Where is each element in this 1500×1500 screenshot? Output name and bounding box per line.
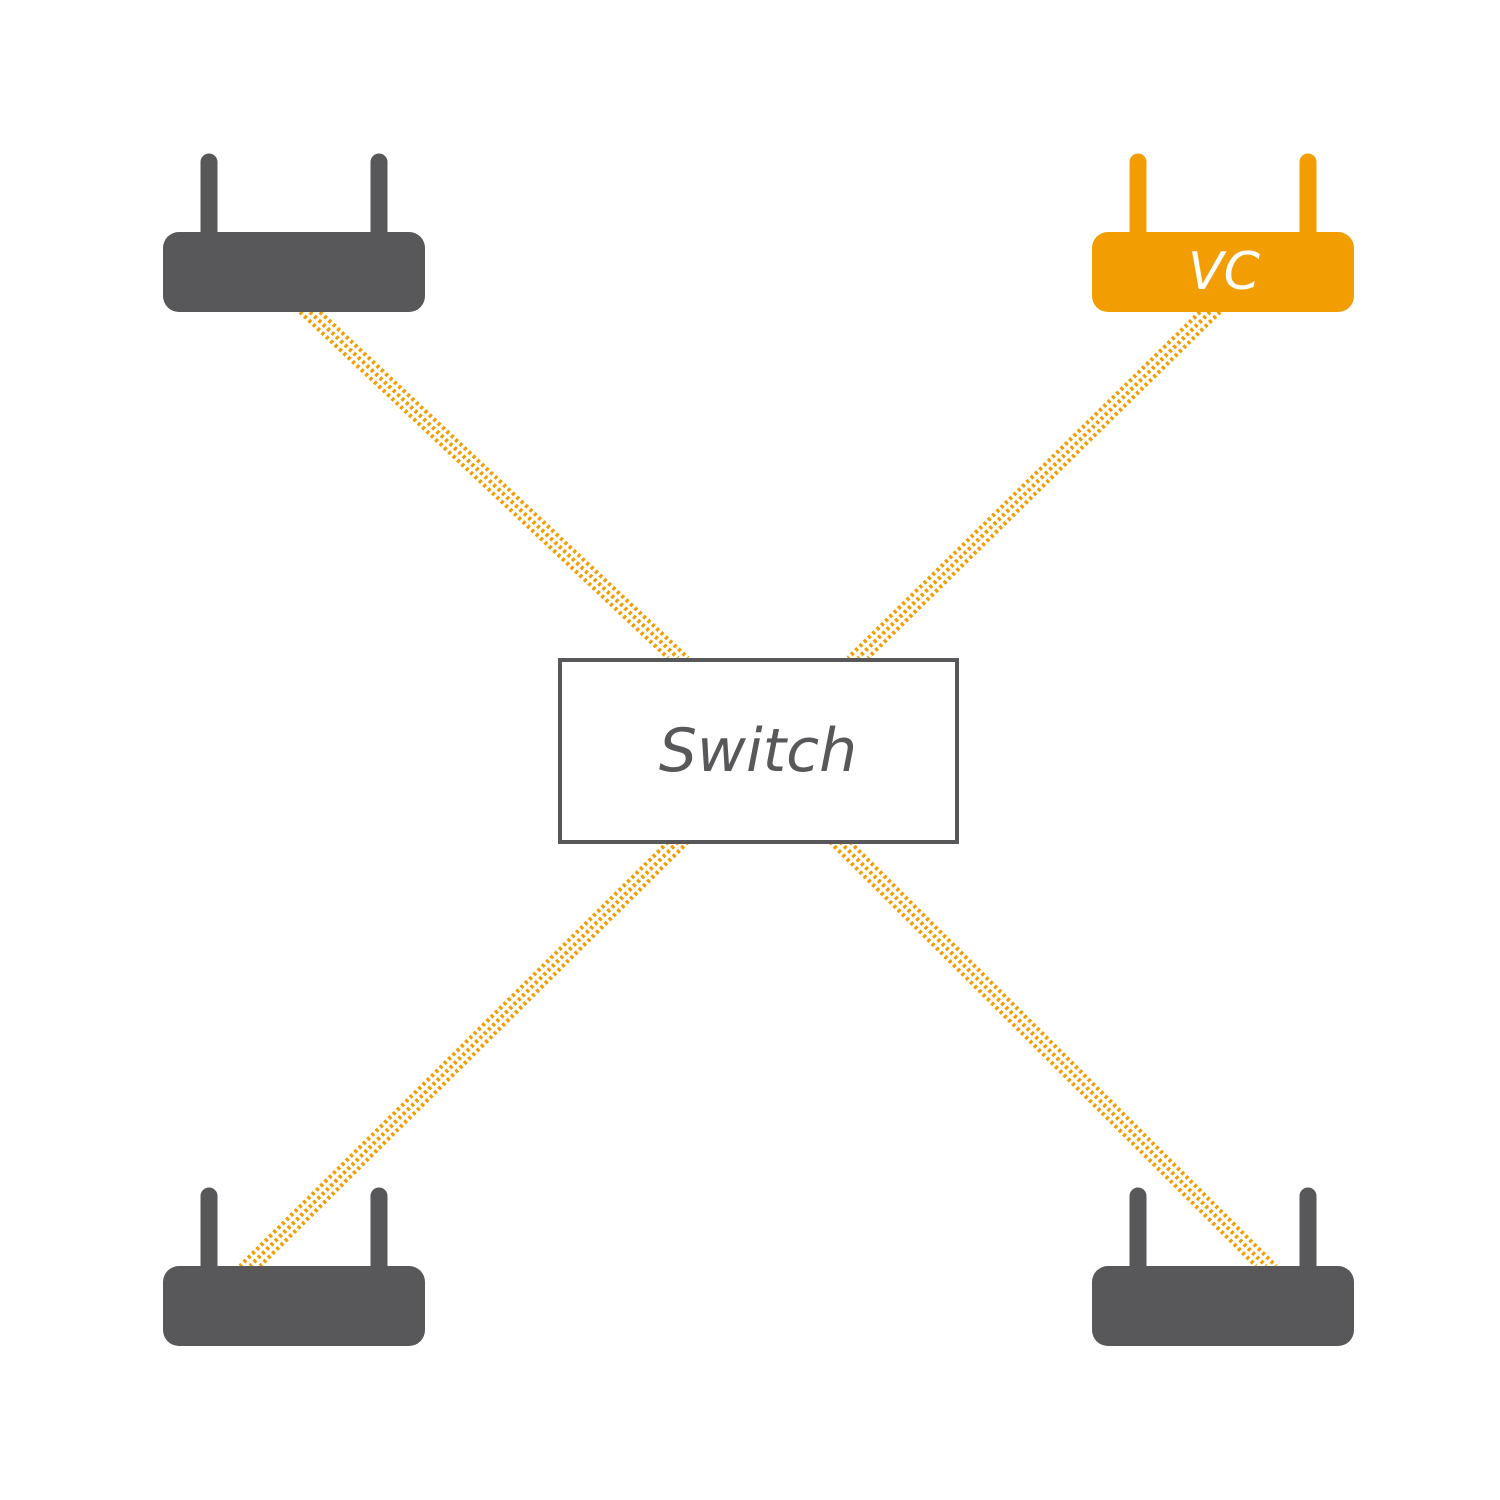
switch-label: Switch [659,716,857,786]
link-top-left [298,310,690,660]
link-dot-strand [848,840,1278,1268]
links-layer [238,310,1278,1268]
link-dot-strand [846,310,1202,660]
vc-label: VC [1188,242,1261,302]
ap-bottom-right[interactable] [1092,1187,1354,1346]
router-icon [163,153,425,312]
link-dot-strand [258,840,690,1268]
link-top-right [846,310,1222,660]
ap-bottom-left[interactable] [163,1187,425,1346]
link-dot-strand [838,840,1268,1268]
link-dot-strand [238,840,670,1268]
link-dot-strand [248,840,680,1268]
link-bottom-right [828,840,1278,1268]
router-icon [1092,153,1354,312]
ap-body [163,1266,425,1346]
ap-body [1092,232,1354,312]
link-dot-strand [828,840,1258,1268]
ap-body [1092,1266,1354,1346]
switch[interactable]: Switch [558,658,959,844]
link-dot-strand [318,310,690,660]
ap-top-right[interactable]: VC [1092,153,1354,312]
switch-box [558,658,959,844]
ap-body [163,232,425,312]
link-dot-strand [866,310,1222,660]
link-dot-strand [298,310,670,660]
router-icon [163,1187,425,1346]
link-dot-strand [856,310,1212,660]
link-dot-strand [308,310,680,660]
ap-top-left[interactable] [163,153,425,312]
link-bottom-left [238,840,690,1268]
router-icon [1092,1187,1354,1346]
